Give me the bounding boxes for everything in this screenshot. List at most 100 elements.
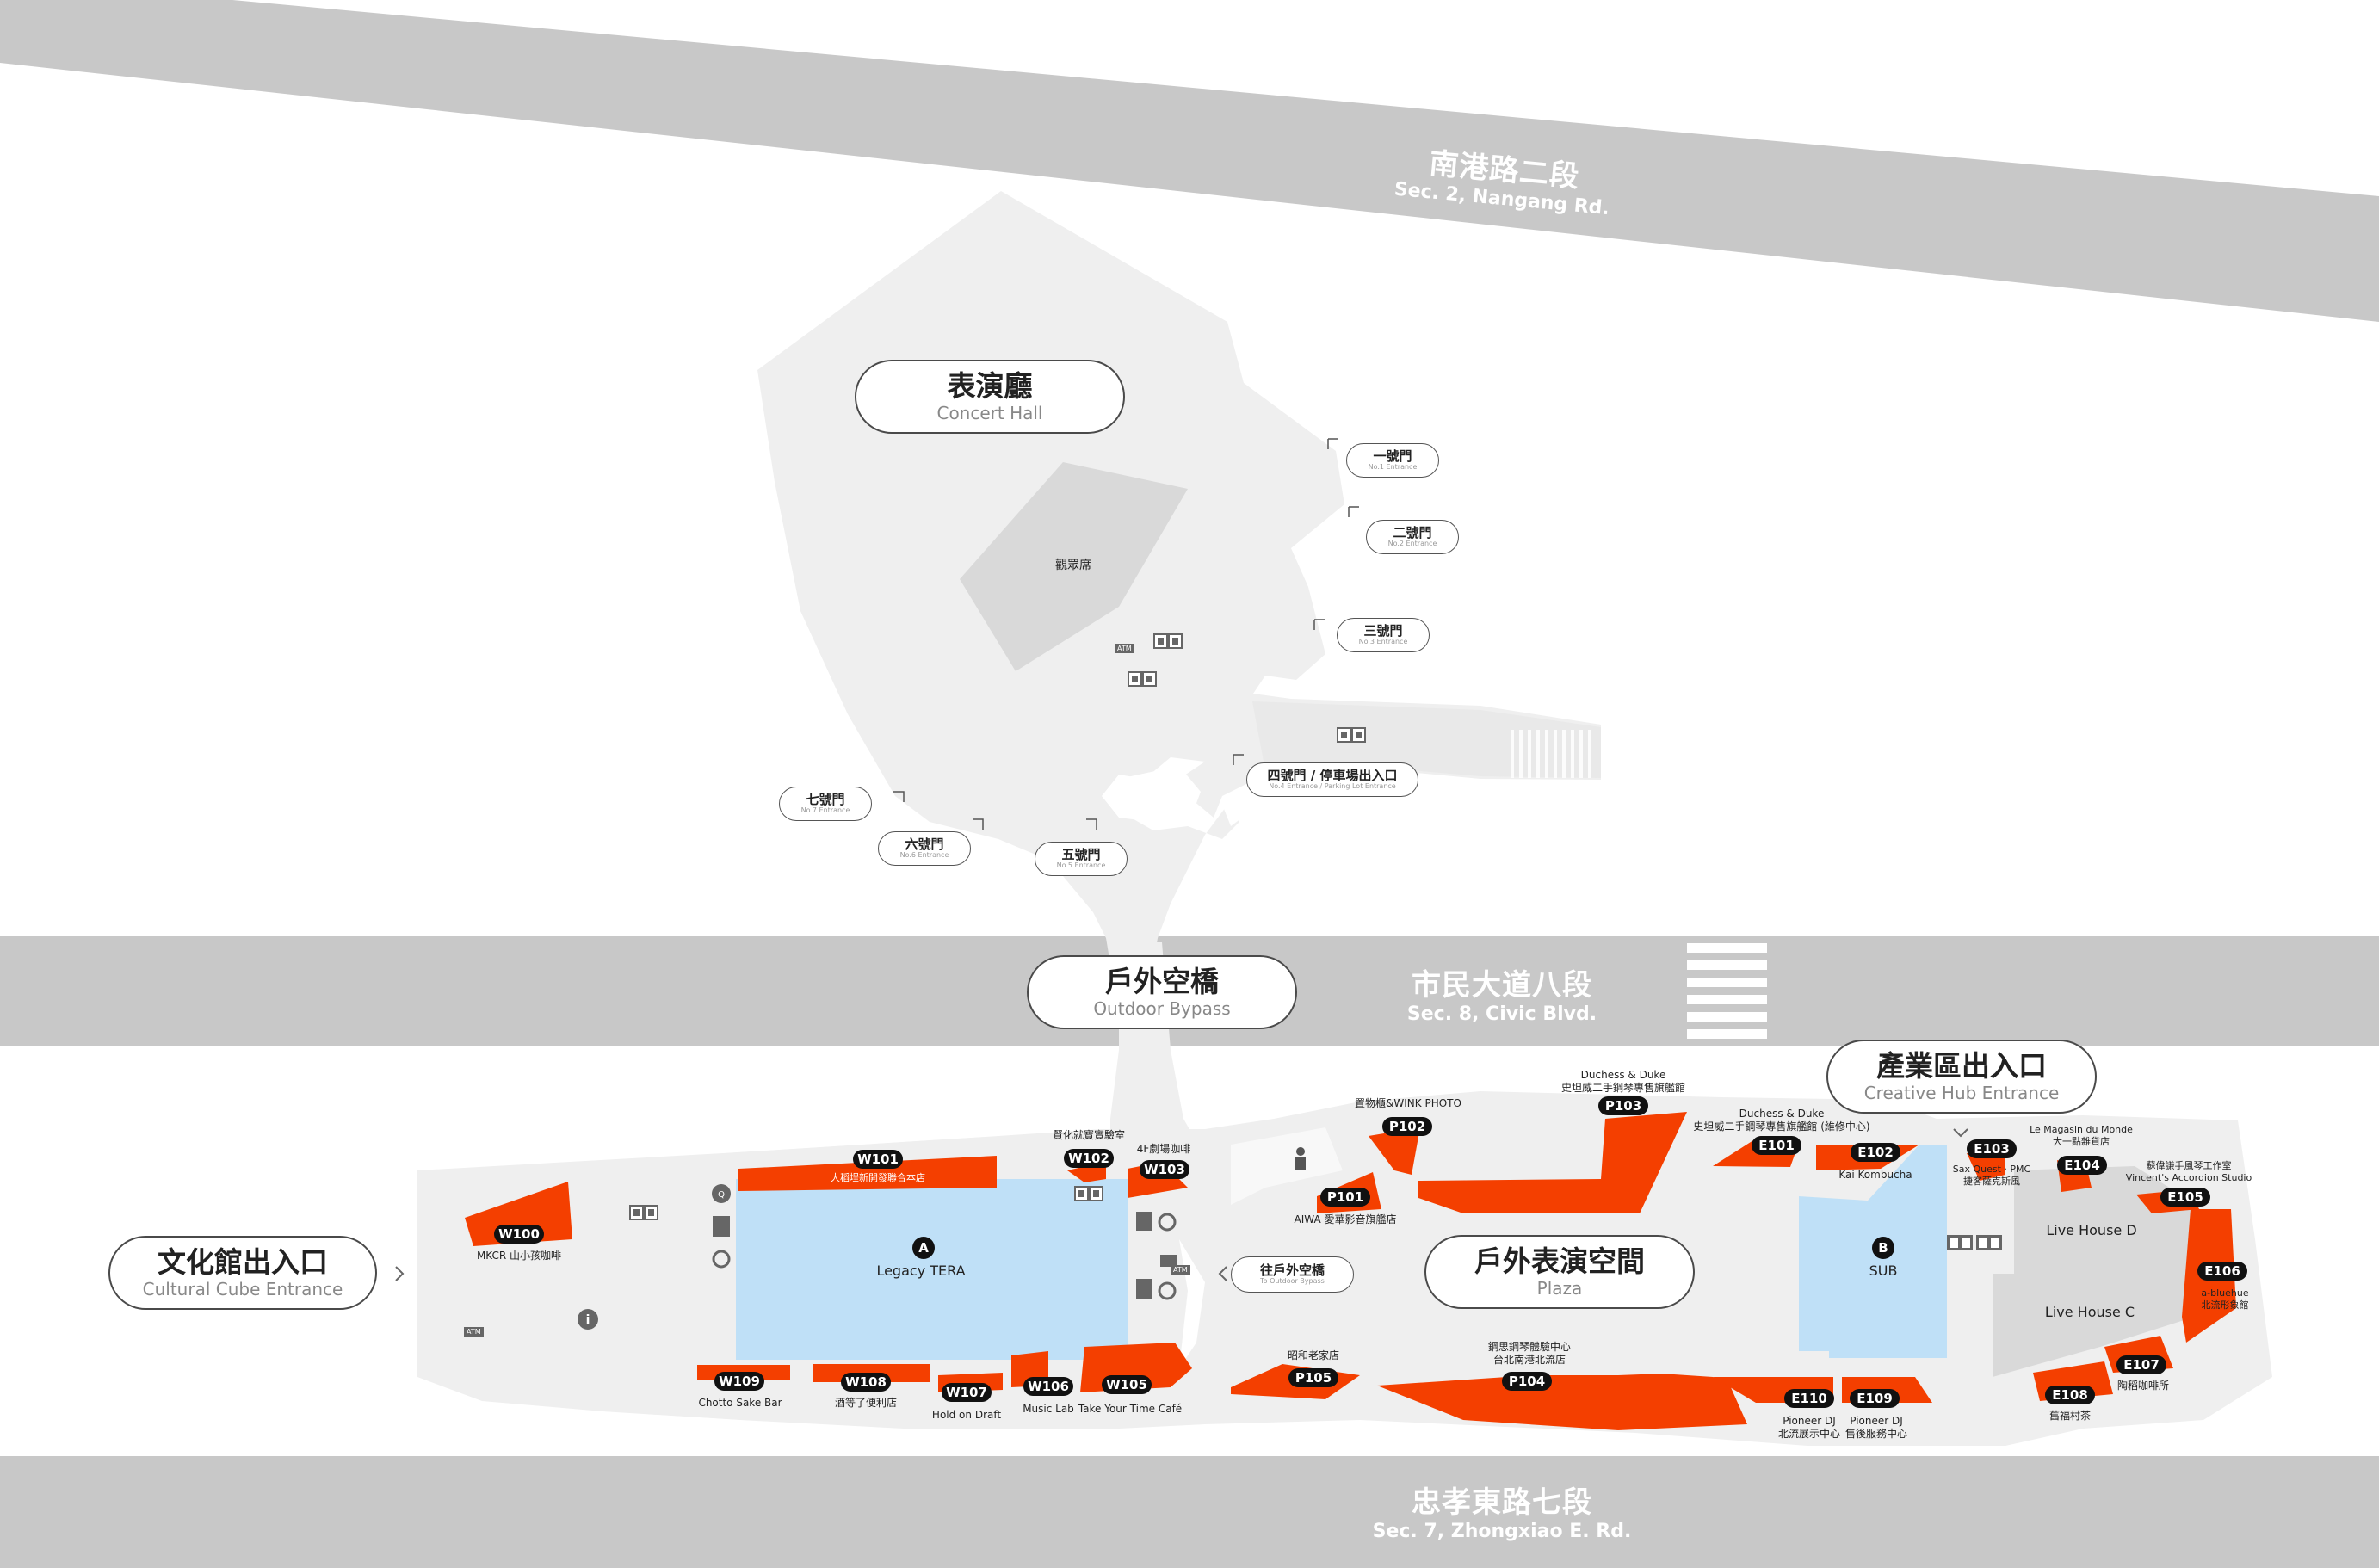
creative-hub-entrance-label[interactable]: 產業區出入口 Creative Hub Entrance bbox=[1826, 1040, 2097, 1114]
shop-w106-name: Music Lab bbox=[1023, 1403, 1074, 1415]
gate-2[interactable]: 二號門 No.2 Entrance bbox=[1366, 520, 1459, 554]
shop-e104-code[interactable]: E104 bbox=[2057, 1156, 2107, 1175]
shop-p102-unit bbox=[1369, 1127, 1420, 1175]
gate-7[interactable]: 七號門 No.7 Entrance bbox=[779, 787, 872, 821]
gate-4-en: No.4 Entrance / Parking Lot Entrance bbox=[1269, 782, 1396, 791]
creative-hub-arrow bbox=[1953, 1128, 1968, 1138]
shop-p104-name-1: 鋼思鋼琴體驗中心 bbox=[1487, 1341, 1572, 1353]
legacy-tera-code[interactable]: A bbox=[912, 1237, 935, 1259]
shop-p103-name-1: Duchess & Duke bbox=[1580, 1069, 1666, 1081]
shop-e101-name-1: Duchess & Duke bbox=[1739, 1108, 1825, 1120]
road-civic-en: Sec. 8, Civic Blvd. bbox=[1406, 1003, 1597, 1025]
shop-w105-code[interactable]: W105 bbox=[1102, 1375, 1152, 1394]
shop-e105-name-1: 蘇偉謙手風琴工作室 bbox=[2146, 1160, 2232, 1171]
shop-p101-code[interactable]: P101 bbox=[1320, 1188, 1370, 1207]
shop-e110-name-1: Pioneer DJ bbox=[1783, 1415, 1836, 1427]
shop-p102-code[interactable]: P102 bbox=[1382, 1117, 1432, 1136]
shop-w101-code[interactable]: W101 bbox=[853, 1150, 903, 1169]
shop-p105-name: 昭和老家店 bbox=[1287, 1349, 1340, 1361]
shop-e106-code[interactable]: E106 bbox=[2197, 1262, 2247, 1281]
shop-e104-name-2: 大一點雜貨店 bbox=[2053, 1135, 2110, 1147]
shop-w107-code[interactable]: W107 bbox=[942, 1383, 992, 1402]
road-label-civic: 市民大道八段 Sec. 8, Civic Blvd. bbox=[1244, 961, 1760, 1025]
shop-p104-name: 鋼思鋼琴體驗中心 台北南港北流店 bbox=[1488, 1341, 1571, 1367]
to-outdoor-bypass-label[interactable]: 往戶外空橋 To Outdoor Bypass bbox=[1231, 1256, 1354, 1293]
shop-w108-code[interactable]: W108 bbox=[841, 1373, 891, 1392]
gate-5[interactable]: 五號門 No.5 Entrance bbox=[1035, 842, 1128, 876]
shop-e108-name: 舊福村茶 bbox=[2048, 1410, 2092, 1422]
audience-seating bbox=[960, 462, 1188, 671]
shop-w109-code[interactable]: W109 bbox=[714, 1372, 764, 1391]
atm-badge: ATM bbox=[1115, 644, 1134, 653]
cultural-cube-en: Cultural Cube Entrance bbox=[142, 1278, 343, 1299]
shop-e106-name-1: a-bluehue bbox=[2201, 1287, 2249, 1299]
to-bypass-zh: 往戶外空橋 bbox=[1259, 1262, 1325, 1278]
to-bypass-arrow bbox=[1218, 1266, 1227, 1281]
shop-p105-code[interactable]: P105 bbox=[1288, 1368, 1338, 1387]
shop-w101-name: 大稻埕新開發聯合本店 bbox=[831, 1172, 925, 1183]
outdoor-bypass-en: Outdoor Bypass bbox=[1093, 997, 1231, 1019]
shop-e108-code[interactable]: E108 bbox=[2045, 1386, 2095, 1404]
cultural-cube-arrow bbox=[395, 1266, 405, 1281]
shop-e105-name-2: Vincent's Accordion Studio bbox=[2125, 1171, 2252, 1183]
sub-code[interactable]: B bbox=[1872, 1237, 1894, 1259]
gate-6-zh: 六號門 bbox=[905, 836, 944, 852]
shop-w103-name: 4F劇場咖啡 bbox=[1136, 1143, 1191, 1155]
gate-7-en: No.7 Entrance bbox=[800, 806, 850, 815]
concert-hall-en: Concert Hall bbox=[936, 402, 1043, 423]
gate-1-en: No.1 Entrance bbox=[1368, 463, 1418, 472]
shop-e109-code[interactable]: E109 bbox=[1850, 1389, 1900, 1408]
shop-w109-name: Chotto Sake Bar bbox=[698, 1397, 782, 1409]
shop-e106-name: a-bluehue 北流形象館 bbox=[2201, 1287, 2248, 1312]
shop-e103-name-1: Sax Quest · PMC bbox=[1952, 1164, 2031, 1175]
shop-e103-name: Sax Quest · PMC 捷客薩克斯風 bbox=[1953, 1164, 2030, 1188]
gate-1[interactable]: 一號門 No.1 Entrance bbox=[1346, 443, 1439, 478]
gate-4[interactable]: 四號門 / 停車場出入口 No.4 Entrance / Parking Lot… bbox=[1246, 762, 1418, 797]
shop-e101-name: Duchess & Duke 史坦威二手鋼琴專售旗艦館 (維修中心) bbox=[1693, 1108, 1869, 1133]
legacy-tera-name: Legacy TERA bbox=[876, 1262, 966, 1279]
shop-e109-name-2: 售後服務中心 bbox=[1844, 1428, 1908, 1440]
gate-5-zh: 五號門 bbox=[1061, 846, 1101, 862]
shop-w102-name: 賢化就寶實驗室 bbox=[1052, 1129, 1126, 1141]
plaza-en: Plaza bbox=[1536, 1277, 1583, 1299]
shop-e103-name-2: 捷客薩克斯風 bbox=[1963, 1175, 2020, 1187]
plaza-label[interactable]: 戶外表演空間 Plaza bbox=[1424, 1235, 1695, 1309]
info-icon: i bbox=[577, 1308, 599, 1330]
gate-5-en: No.5 Entrance bbox=[1056, 861, 1106, 870]
legacy-tera-venue bbox=[736, 1179, 1128, 1360]
svg-text:Q: Q bbox=[718, 1190, 725, 1200]
person-icon bbox=[1291, 1146, 1310, 1172]
concert-hall-label[interactable]: 表演廳 Concert Hall bbox=[855, 360, 1125, 434]
shop-w102-code[interactable]: W102 bbox=[1064, 1149, 1114, 1168]
shop-p103-code[interactable]: P103 bbox=[1598, 1096, 1648, 1115]
shop-w107-name: Hold on Draft bbox=[931, 1409, 1002, 1421]
shop-e106-name-2: 北流形象館 bbox=[2201, 1299, 2249, 1311]
gate-6[interactable]: 六號門 No.6 Entrance bbox=[878, 831, 971, 866]
gate-2-en: No.2 Entrance bbox=[1387, 540, 1437, 548]
shop-w100-name: MKCR 山小孩咖啡 bbox=[476, 1250, 562, 1262]
cultural-cube-entrance-label[interactable]: 文化館出入口 Cultural Cube Entrance bbox=[108, 1236, 377, 1310]
shop-e101-code[interactable]: E101 bbox=[1752, 1136, 1801, 1155]
gate-6-en: No.6 Entrance bbox=[899, 851, 949, 860]
shop-e102-name: Kai Kombucha bbox=[1838, 1169, 1912, 1181]
shop-w103-code[interactable]: W103 bbox=[1140, 1160, 1190, 1179]
atm-badge: ATM bbox=[464, 1327, 484, 1337]
shop-e110-code[interactable]: E110 bbox=[1784, 1389, 1834, 1408]
shop-p104-code[interactable]: P104 bbox=[1502, 1372, 1552, 1391]
shop-w100-code[interactable]: W100 bbox=[494, 1225, 544, 1244]
shop-e105-code[interactable]: E105 bbox=[2160, 1188, 2210, 1207]
shop-w106-code[interactable]: W106 bbox=[1023, 1377, 1073, 1396]
shop-e103-code[interactable]: E103 bbox=[1967, 1139, 2017, 1158]
outdoor-bypass-label[interactable]: 戶外空橋 Outdoor Bypass bbox=[1027, 955, 1297, 1029]
outdoor-bypass-zh: 戶外空橋 bbox=[1105, 965, 1219, 999]
gate-1-zh: 一號門 bbox=[1373, 448, 1412, 464]
shop-w100-unit bbox=[465, 1182, 572, 1246]
shop-e107-code[interactable]: E107 bbox=[2116, 1355, 2166, 1374]
shop-e102-code[interactable]: E102 bbox=[1851, 1143, 1900, 1162]
gate-3[interactable]: 三號門 No.3 Entrance bbox=[1337, 618, 1430, 652]
shop-e110-name-2: 北流展示中心 bbox=[1777, 1428, 1841, 1440]
live-house-c-label: Live House C bbox=[2044, 1304, 2135, 1320]
restroom-icon bbox=[629, 1205, 658, 1227]
accessible-icon: Q bbox=[710, 1183, 732, 1278]
concert-hall-zh: 表演廳 bbox=[947, 369, 1033, 404]
